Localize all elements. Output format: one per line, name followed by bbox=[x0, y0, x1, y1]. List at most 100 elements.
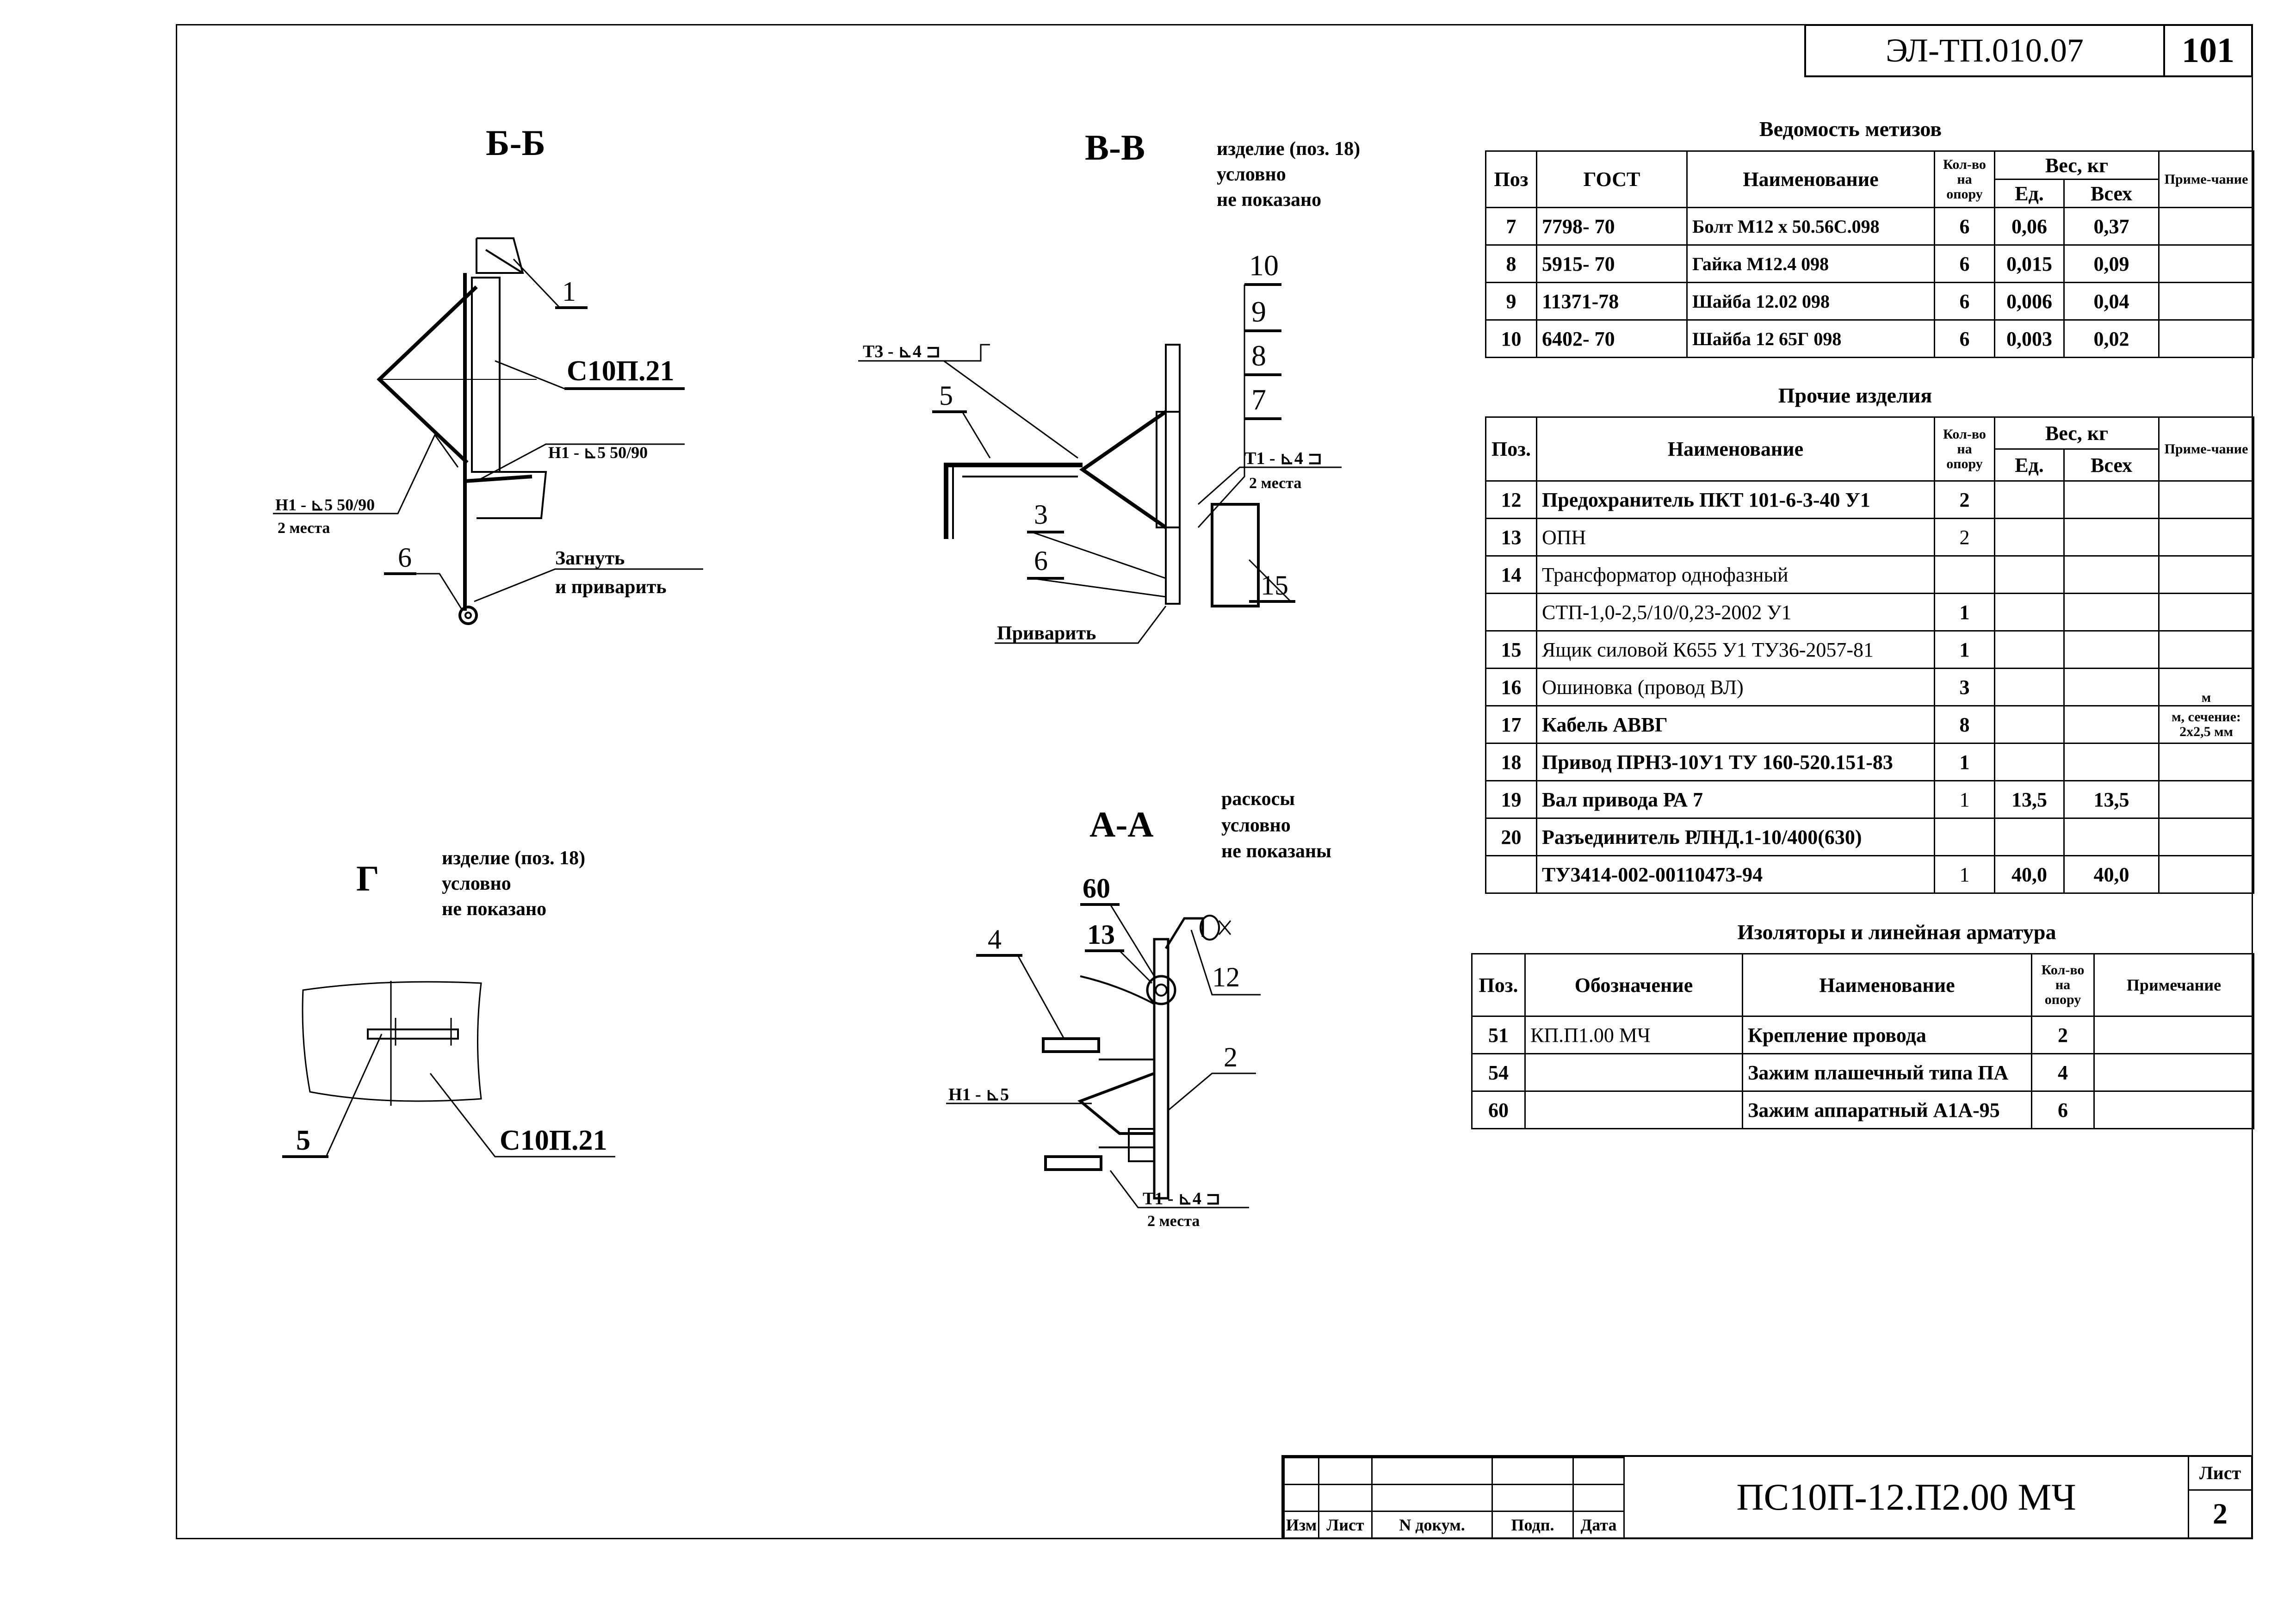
cell: 51 bbox=[1471, 1016, 1526, 1054]
g-bar bbox=[367, 1028, 459, 1040]
other-h-total: Всех bbox=[2063, 448, 2160, 482]
bb-brace bbox=[377, 285, 478, 464]
cell: 6 bbox=[1934, 319, 1995, 358]
aa-clamp bbox=[1146, 975, 1176, 1005]
bb-pos6: 6 bbox=[398, 542, 412, 573]
cell: 5915- 70 bbox=[1536, 244, 1688, 283]
cell: 15 bbox=[1485, 630, 1537, 669]
fasteners-h-weight: Вес, кг bbox=[1994, 150, 2160, 180]
cell: 2 bbox=[1934, 518, 1995, 557]
cell bbox=[2158, 593, 2254, 632]
table-row: 7 7798- 70 Болт М12 х 50.56С.098 6 0,06 … bbox=[1485, 207, 2254, 246]
view-bb-title: Б-Б bbox=[486, 123, 545, 163]
cell bbox=[2158, 319, 2254, 358]
cell bbox=[2063, 743, 2160, 781]
aa-pos13: 13 bbox=[1087, 919, 1115, 950]
table-row: 20 Разъединитель РЛНД.1-10/400(630) bbox=[1485, 818, 2254, 856]
bb-pos1: 1 bbox=[562, 276, 576, 307]
cell bbox=[1994, 705, 2065, 744]
tb-list: Лист bbox=[1318, 1511, 1373, 1539]
bb-plate bbox=[471, 277, 501, 473]
cell: 2 bbox=[2031, 1016, 2095, 1054]
page-number: 101 bbox=[2182, 31, 2234, 70]
cell: 0,09 bbox=[2063, 244, 2160, 283]
vv-plate bbox=[1165, 344, 1181, 605]
cell bbox=[1934, 555, 1995, 594]
vv-pos6: 6 bbox=[1034, 545, 1048, 576]
cell bbox=[2063, 668, 2160, 706]
g-plate bbox=[302, 981, 482, 1102]
cell: м, сечение: 2х2,5 мм bbox=[2158, 705, 2254, 744]
cell bbox=[2158, 780, 2254, 819]
table-row: 9 11371-78 Шайба 12.02 098 6 0,006 0,04 bbox=[1485, 282, 2254, 321]
cell: 0,04 bbox=[2063, 282, 2160, 321]
insulators-table: Поз. Обозначение Наименование Кол-во на … bbox=[1471, 953, 2254, 1129]
tb-sheet-box: Лист 2 bbox=[2188, 1457, 2251, 1537]
vv-box-15 bbox=[1211, 503, 1260, 607]
cell bbox=[2093, 1053, 2254, 1092]
cell bbox=[2158, 207, 2254, 246]
cell: 40,0 bbox=[1994, 855, 2065, 894]
cell: 1 bbox=[1934, 780, 1995, 819]
fasteners-h-qty: Кол-во на опору bbox=[1934, 150, 1995, 208]
aa-post bbox=[1153, 938, 1170, 1200]
insulators-h-name: Наименование bbox=[1742, 953, 2032, 1017]
cell bbox=[2158, 518, 2254, 557]
cell bbox=[2063, 705, 2160, 744]
cell bbox=[2063, 555, 2160, 594]
cell: 54 bbox=[1471, 1053, 1526, 1092]
vv-places: 2 места bbox=[1249, 475, 1301, 492]
cell: Шайба 12 65Г 098 bbox=[1686, 319, 1935, 358]
cell: 13,5 bbox=[2063, 780, 2160, 819]
cell: 14 bbox=[1485, 555, 1537, 594]
fasteners-h-total: Всех bbox=[2063, 179, 2160, 208]
aa-note3: не показаны bbox=[1221, 841, 1331, 862]
table-row: 19 Вал привода РА 7 1 13,5 13,5 bbox=[1485, 780, 2254, 819]
cell: 1 bbox=[1934, 855, 1995, 894]
fasteners-h-pos: Поз bbox=[1485, 150, 1537, 208]
cell bbox=[2158, 555, 2254, 594]
cell: 17 bbox=[1485, 705, 1537, 744]
table-row: 18 Привод ПРНЗ-10У1 ТУ 160-520.151-83 1 bbox=[1485, 743, 2254, 781]
cell: Шайба 12.02 098 bbox=[1686, 282, 1935, 321]
cell: 9 bbox=[1485, 282, 1537, 321]
insulators-h-qty: Кол-во на опору bbox=[2031, 953, 2095, 1017]
cell bbox=[1994, 818, 2065, 856]
cell bbox=[1994, 593, 2065, 632]
cell: ТУ3414-002-00110473-94 bbox=[1536, 855, 1935, 894]
cell: 6 bbox=[1934, 282, 1995, 321]
cell: 8 bbox=[1485, 244, 1537, 283]
fasteners-title: Ведомость метизов bbox=[1759, 117, 1942, 141]
cell: 2 bbox=[1934, 480, 1995, 519]
cell bbox=[2063, 630, 2160, 669]
vv-pos10: 10 bbox=[1249, 249, 1279, 282]
other-title: Прочие изделия bbox=[1778, 384, 1932, 407]
view-g-title: Г bbox=[356, 858, 379, 898]
table-row: 10 6402- 70 Шайба 12 65Г 098 6 0,003 0,0… bbox=[1485, 319, 2254, 358]
cell bbox=[1485, 593, 1537, 632]
aa-pos60: 60 bbox=[1083, 873, 1110, 904]
cell: 0,06 bbox=[1994, 207, 2065, 246]
cell bbox=[1524, 1053, 1743, 1092]
cell bbox=[2158, 855, 2254, 894]
aa-pos2: 2 bbox=[1224, 1042, 1238, 1072]
cell bbox=[2158, 480, 2254, 519]
table-row: 54 Зажим плашечный типа ПА 4 bbox=[1471, 1053, 2254, 1092]
cell bbox=[2158, 818, 2254, 856]
cell: 11371-78 bbox=[1536, 282, 1688, 321]
cell bbox=[1994, 480, 2065, 519]
cell bbox=[2093, 1090, 2254, 1129]
table-row: 51 КП.П1.00 МЧ Крепление провода 2 bbox=[1471, 1016, 2254, 1054]
cell: 8 bbox=[1934, 705, 1995, 744]
cell: 0,37 bbox=[2063, 207, 2160, 246]
aa-note2: условно bbox=[1221, 815, 1291, 836]
cell: Зажим плашечный типа ПА bbox=[1742, 1053, 2032, 1092]
cell bbox=[2158, 244, 2254, 283]
bb-places: 2 места bbox=[278, 520, 330, 537]
cell: 6 bbox=[1934, 207, 1995, 246]
cell bbox=[2063, 818, 2160, 856]
g-note2: условно bbox=[442, 873, 511, 894]
aa-note1: раскосы bbox=[1221, 788, 1295, 810]
page-number-box: 101 bbox=[2163, 24, 2253, 77]
vv-note2: условно bbox=[1217, 164, 1286, 185]
